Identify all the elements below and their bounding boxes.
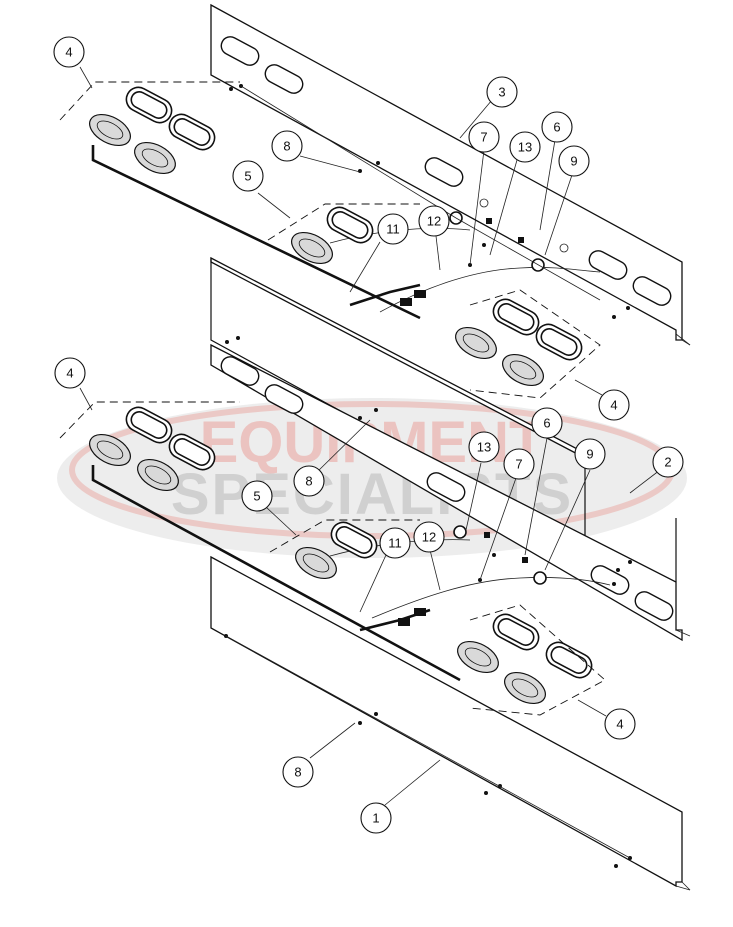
callout-label: 5 xyxy=(253,489,260,504)
callout-4: 4 xyxy=(604,708,636,740)
callout-8: 8 xyxy=(293,465,325,497)
panel-slot xyxy=(426,472,466,502)
callout-label: 1 xyxy=(372,811,379,826)
panel-slot xyxy=(588,250,628,280)
callout-label: 7 xyxy=(515,457,522,472)
callout-label: 11 xyxy=(386,222,400,237)
light-set-4-upper-right xyxy=(455,289,601,399)
callout-6: 6 xyxy=(541,111,573,143)
callout-9: 9 xyxy=(558,145,590,177)
callout-7: 7 xyxy=(503,448,535,480)
panel-slot xyxy=(220,36,260,66)
callout-4: 4 xyxy=(598,389,630,421)
panel-slot xyxy=(634,591,674,621)
callout-7: 7 xyxy=(468,121,500,153)
callout-label: 5 xyxy=(244,169,251,184)
upper-assembly xyxy=(59,3,691,547)
lower-hardware xyxy=(224,336,632,868)
callout-label: 13 xyxy=(477,440,491,455)
wire-harness xyxy=(91,145,421,320)
callout-label: 9 xyxy=(586,447,593,462)
light-set-4-lower xyxy=(59,401,240,492)
callout-4: 4 xyxy=(53,36,85,68)
callout-1: 1 xyxy=(360,802,392,834)
callout-label: 6 xyxy=(543,416,550,431)
panel-slot xyxy=(632,276,672,306)
panel-slot xyxy=(220,356,260,386)
callout-13: 13 xyxy=(509,131,541,163)
callout-8: 8 xyxy=(282,756,314,788)
callout-label: 13 xyxy=(518,140,532,155)
callout-11: 11 xyxy=(379,527,411,559)
callout-label: 4 xyxy=(616,717,623,732)
callout-label: 11 xyxy=(388,536,402,551)
panel-slot xyxy=(424,157,464,187)
callout-11: 11 xyxy=(377,213,409,245)
callout-12: 12 xyxy=(413,521,445,553)
callout-label: 2 xyxy=(664,455,671,470)
callout-label: 7 xyxy=(480,130,487,145)
lower-assembly xyxy=(59,336,691,891)
callout-label: 3 xyxy=(498,85,505,100)
callout-label: 4 xyxy=(66,366,73,381)
callout-label: 8 xyxy=(283,139,290,154)
panel-slot xyxy=(264,384,304,414)
callout-label: 8 xyxy=(294,765,301,780)
callout-label: 4 xyxy=(65,45,72,60)
light-set-4-lower-right xyxy=(457,604,606,716)
callout-2: 2 xyxy=(652,446,684,478)
callout-label: 12 xyxy=(422,530,436,545)
callout-8: 8 xyxy=(271,130,303,162)
light-set-5-lower xyxy=(269,519,420,580)
callout-13: 13 xyxy=(468,431,500,463)
light-set-4-upper xyxy=(59,81,240,175)
callout-label: 6 xyxy=(553,120,560,135)
callout-3: 3 xyxy=(486,76,518,108)
light-set-5-upper xyxy=(267,203,420,265)
callout-5: 5 xyxy=(232,160,264,192)
callout-label: 9 xyxy=(570,154,577,169)
callout-9: 9 xyxy=(574,438,606,470)
callout-4: 4 xyxy=(54,357,86,389)
panel-slot xyxy=(590,565,630,595)
callout-12: 12 xyxy=(418,205,450,237)
callout-label: 12 xyxy=(427,214,441,229)
callout-6: 6 xyxy=(531,407,563,439)
panel-slot xyxy=(264,64,304,94)
panel-1 xyxy=(210,555,683,888)
callout-leaders xyxy=(79,66,661,806)
callout-label: 4 xyxy=(610,398,617,413)
callout-5: 5 xyxy=(241,480,273,512)
callout-label: 8 xyxy=(305,474,312,489)
